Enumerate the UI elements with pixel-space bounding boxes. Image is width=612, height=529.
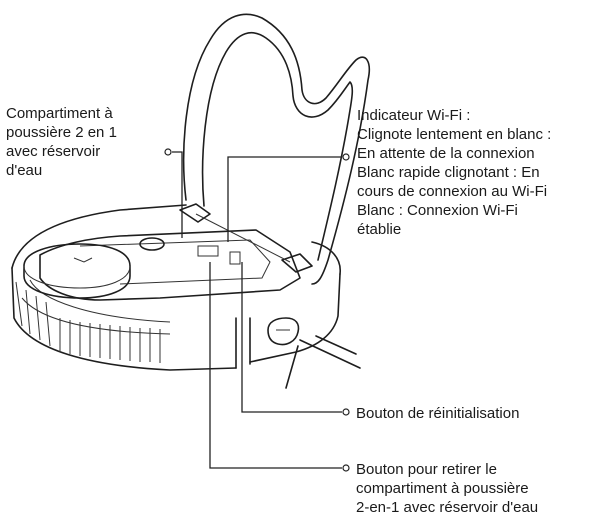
label-line: cours de connexion au Wi-Fi	[357, 183, 548, 200]
label-line: Blanc : Connexion Wi-Fi	[357, 202, 518, 219]
label-line: Bouton de réinitialisation	[356, 405, 520, 422]
lidar-tower	[23, 243, 131, 299]
leader-remove	[209, 262, 350, 472]
open-lid	[182, 13, 371, 285]
dust-compartment	[39, 229, 301, 301]
leader-wifi	[227, 153, 350, 242]
label-line: Blanc rapide clignotant : En	[357, 164, 540, 181]
side-brushes	[285, 335, 361, 389]
lid-hinges	[179, 203, 313, 273]
label-dust-compartment: Compartiment à poussière 2 en 1 avec rés…	[6, 104, 117, 180]
label-line: Compartiment à	[6, 105, 113, 122]
label-wifi-indicator: Indicateur Wi-Fi : Clignote lentement en…	[357, 106, 551, 239]
label-remove-button: Bouton pour retirer le compartiment à po…	[356, 460, 538, 517]
label-line: 2-en-1 avec réservoir d'eau	[356, 499, 539, 516]
leader-reset	[241, 262, 350, 416]
label-line: Bouton pour retirer le	[356, 461, 497, 478]
label-line: établie	[357, 221, 402, 238]
label-line: avec réservoir	[6, 143, 101, 160]
side-button	[267, 317, 300, 346]
robot-body	[11, 204, 341, 371]
label-line: compartiment à poussière	[356, 480, 529, 497]
label-reset-button: Bouton de réinitialisation	[356, 404, 519, 423]
label-line: En attente de la connexion	[357, 145, 535, 162]
label-line: Indicateur Wi-Fi :	[357, 107, 471, 124]
label-line: d'eau	[6, 162, 43, 179]
label-line: Clignote lentement en blanc :	[357, 126, 552, 143]
label-line: poussière 2 en 1	[6, 124, 117, 141]
leader-compartment	[164, 148, 183, 238]
